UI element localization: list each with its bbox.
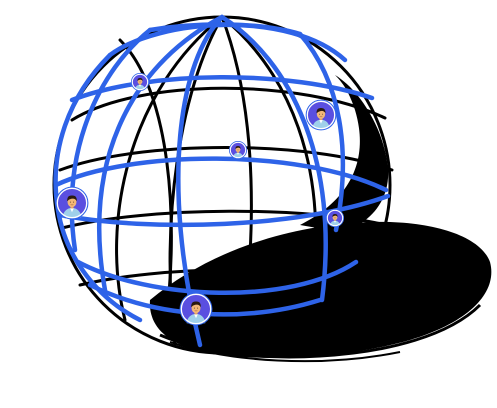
ground-shadow: [149, 75, 492, 363]
user-avatar-2: [305, 99, 337, 131]
user-avatar-6: [179, 292, 213, 326]
globe-front-wires: [53, 14, 391, 348]
user-avatar-3: [228, 140, 248, 160]
user-avatar-1: [130, 72, 150, 92]
user-avatar-5: [325, 208, 345, 228]
user-avatar-4: [55, 186, 89, 220]
